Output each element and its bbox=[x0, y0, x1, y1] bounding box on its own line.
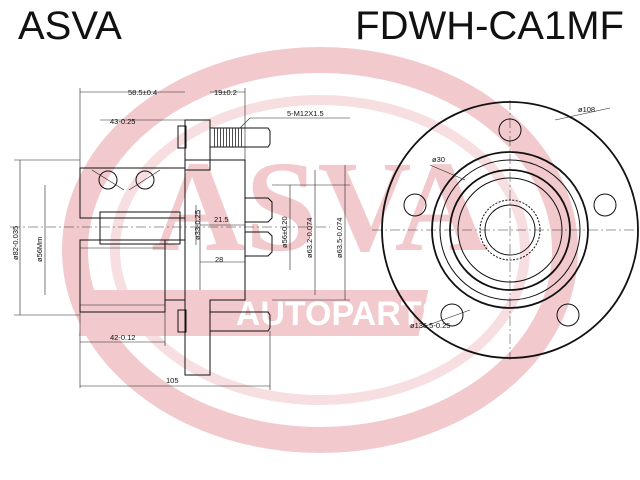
upper-stud bbox=[209, 127, 271, 148]
dim-od-82: ø82-0.035 bbox=[11, 226, 20, 260]
bolt-hole-2 bbox=[593, 193, 617, 217]
bearing-ball-1 bbox=[98, 170, 118, 190]
dim-28: 28 bbox=[215, 255, 223, 264]
dim-63-2: ø63.2-0.074 bbox=[305, 218, 314, 258]
bolt-hole-5 bbox=[403, 193, 427, 217]
lower-stud bbox=[209, 311, 271, 332]
dim-136-5: ø136.5-0.25 bbox=[410, 321, 450, 330]
dim-thread: 5-M12X1.5 bbox=[287, 109, 324, 118]
lower-stud-head bbox=[177, 309, 187, 333]
part-number-title: FDWH-CA1MF bbox=[355, 4, 624, 48]
upper-stud-knurl bbox=[212, 128, 242, 147]
flange-outline bbox=[184, 159, 246, 376]
bolt-hole-4 bbox=[440, 303, 464, 327]
pilot-upper bbox=[245, 197, 273, 223]
dim-total-105: 105 bbox=[166, 376, 179, 385]
dim-56mm: ø56Mm bbox=[35, 237, 44, 262]
dim-30: ø30 bbox=[432, 155, 445, 164]
watermark-subtext: AUTOPARTS bbox=[236, 295, 444, 333]
pilot-lower bbox=[245, 231, 273, 257]
dim-42: 42-0.12 bbox=[110, 333, 135, 342]
bearing-outline bbox=[79, 167, 186, 219]
hub-ring-3 bbox=[449, 169, 571, 291]
dim-43: 43-0.25 bbox=[110, 117, 135, 126]
spline-bore bbox=[479, 199, 541, 261]
spline-shaft bbox=[99, 211, 181, 245]
watermark-text: ASVA bbox=[151, 135, 488, 279]
bearing-ball-2 bbox=[135, 170, 155, 190]
watermark-logo: ASVA AUTOPARTS bbox=[62, 47, 578, 453]
flange-outer-circle bbox=[381, 101, 639, 359]
dim-63-5: ø63.5-0.074 bbox=[335, 218, 344, 258]
dim-33: ø33-0.25 bbox=[193, 210, 202, 240]
hub-ring-2 bbox=[439, 159, 581, 301]
hub-ring-outer bbox=[431, 151, 589, 309]
dim-56: ø56±0.20 bbox=[280, 216, 289, 248]
dim-flange-to-face: 58.5±0.4 bbox=[128, 88, 157, 97]
spline-inner bbox=[484, 204, 536, 256]
upper-stud-head bbox=[177, 125, 187, 149]
bolt-hole-1 bbox=[498, 118, 522, 142]
dim-21-5: 21.5 bbox=[214, 215, 229, 224]
brand-title: ASVA bbox=[18, 4, 122, 48]
front-view: ø108 ø30 ø136.5-0.25 bbox=[372, 100, 640, 360]
dim-pcd-108: ø108 bbox=[578, 105, 595, 114]
bolt-hole-3 bbox=[556, 303, 580, 327]
dim-stud-length: 19±0.2 bbox=[214, 88, 237, 97]
side-view: 58.5±0.4 19±0.2 43-0.25 5-M12X1.5 ø82-0.… bbox=[10, 88, 350, 390]
hub-ring-4 bbox=[457, 177, 563, 283]
